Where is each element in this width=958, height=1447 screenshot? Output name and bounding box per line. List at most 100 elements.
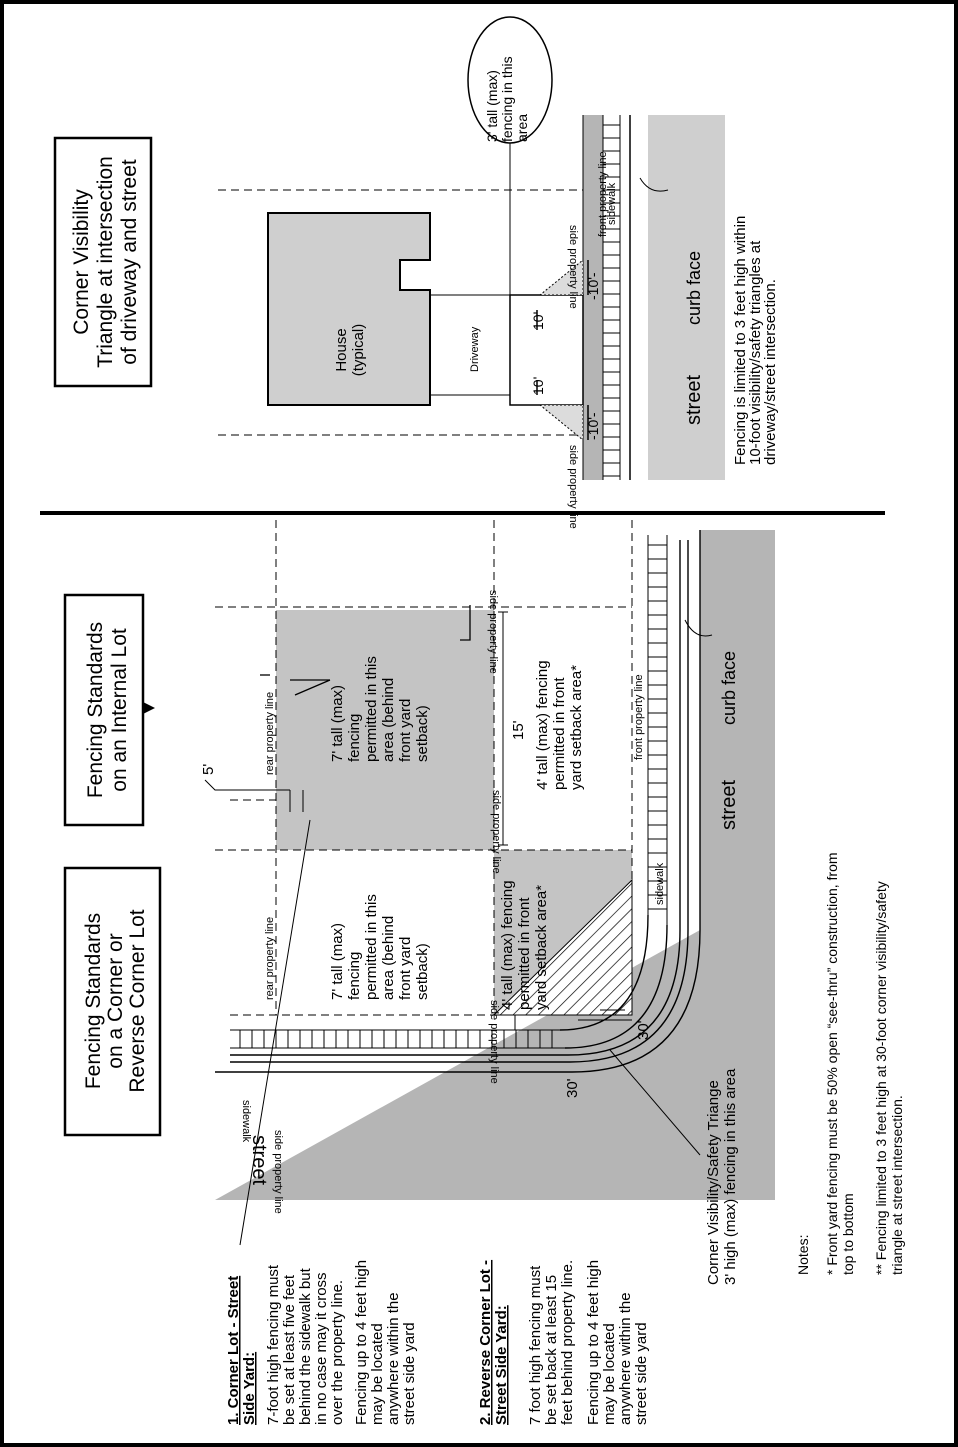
svg-text:House: House [333, 328, 350, 371]
dimension-15ft [498, 611, 508, 846]
svg-text:permitted in front: permitted in front [551, 677, 568, 790]
svg-text:* Front yard fencing must be: * Front yard fencing must be 50% open “s… [824, 852, 840, 1275]
street-area [215, 530, 775, 1200]
svg-text:area (behind: area (behind [380, 916, 397, 1000]
label-7ft-corner: 7' tall (max) fencing permitted in this … [329, 894, 431, 1000]
dim-30ft-horizontal: 30' [564, 1078, 581, 1098]
dim-10ft-c: -10'- [585, 272, 601, 300]
dimension-5ft [204, 779, 304, 812]
svg-text:Fencing is limited to 3 feet h: Fencing is limited to 3 feet high within [732, 216, 749, 465]
svg-text:in no case may it cross: in no case may it cross [313, 1272, 330, 1425]
side-property-line-lower: side property line [272, 1130, 284, 1214]
side-property-line-top-2: side property line [567, 445, 579, 529]
svg-text:4' tall (max) fencing: 4' tall (max) fencing [534, 660, 551, 790]
svg-text:Fencing Standards: Fencing Standards [84, 622, 107, 798]
svg-text:7 foot high fencing must: 7 foot high fencing must [527, 1265, 544, 1425]
svg-text:Side Yard:: Side Yard: [241, 1352, 258, 1425]
svg-text:area: area [514, 114, 530, 142]
side-property-line-top-1: side property line [567, 225, 579, 309]
svg-text:may be located: may be located [601, 1323, 618, 1425]
svg-text:permitted in this: permitted in this [363, 894, 380, 1000]
svg-text:triangle at street intersectio: triangle at street intersection. [889, 1095, 905, 1275]
sidewalk-label-lower-h: sidewalk [240, 1100, 252, 1143]
front-property-line-internal: front property line [633, 674, 645, 760]
svg-text:front yard: front yard [397, 699, 414, 762]
svg-text:behind the sidewalk but: behind the sidewalk but [297, 1267, 314, 1425]
svg-text:Notes:: Notes: [795, 1235, 811, 1275]
svg-text:on a Corner or: on a Corner or [104, 933, 127, 1068]
note-star: * Front yard fencing must be 50% open “s… [824, 852, 856, 1275]
svg-text:3' tall (max): 3' tall (max) [484, 70, 500, 142]
svg-text:Corner Visibility: Corner Visibility [70, 189, 93, 335]
svg-text:be set back at least 15: be set back at least 15 [543, 1275, 560, 1425]
notes: Notes: [795, 1235, 811, 1275]
svg-text:7-foot high fencing must: 7-foot high fencing must [265, 1264, 282, 1425]
svg-text:Corner Visibility/Safety Trian: Corner Visibility/Safety Triange [705, 1080, 722, 1285]
curb-face-label-lower: curb face [719, 651, 739, 725]
zone-7ft-internal [276, 610, 494, 850]
svg-text:10-foot visibility/safety tria: 10-foot visibility/safety triangles at [747, 240, 764, 465]
curb-lines [215, 530, 701, 1073]
dim-10ft-d: -10'- [585, 412, 601, 440]
svg-text:front yard: front yard [397, 937, 414, 1000]
svg-text:Street Side Yard:: Street Side Yard: [493, 1305, 510, 1425]
svg-text:yard setback area*: yard setback area* [533, 885, 550, 1010]
label-7ft-internal: 7' tall (max) fencing permitted in this … [329, 656, 431, 762]
svg-text:Reverse Corner Lot: Reverse Corner Lot [126, 909, 149, 1092]
svg-text:Fencing Standards: Fencing Standards [82, 913, 105, 1089]
label-4ft-internal: 4' tall (max) fencing permitted in front… [534, 660, 585, 790]
svg-text:(typical): (typical) [350, 324, 367, 377]
svg-text:setback): setback) [414, 943, 431, 1000]
street-label-lower: street [718, 780, 740, 830]
svg-text:yard setback area*: yard setback area* [568, 665, 585, 790]
dim-15ft-label: 15' [510, 720, 527, 740]
curb-face-label-top: curb face [684, 251, 704, 325]
sidewalk-label-lower-v: sidewalk [654, 862, 666, 905]
curb-face-leader-lower [684, 619, 713, 637]
label-4ft-corner: 4' tall (max) fencing permitted in front… [499, 880, 550, 1010]
title-box-internal [63, 593, 145, 827]
sidewalk-vertical [647, 535, 668, 925]
svg-text:fencing in this: fencing in this [499, 56, 515, 142]
svg-text:on an Internal Lot: on an Internal Lot [108, 628, 131, 792]
svg-text:Fencing up to 4 feet high: Fencing up to 4 feet high [353, 1260, 370, 1425]
svg-text:fencing: fencing [346, 714, 363, 762]
svg-text:fencing: fencing [346, 952, 363, 1000]
title-box-corner [63, 866, 162, 1137]
title-internal-lot: Fencing Standards on an Internal Lot [84, 622, 131, 798]
street-label-top: street [683, 375, 705, 425]
note-double-star: ** Fencing limited to 3 feet high at 30-… [873, 881, 905, 1275]
front-property-line-top: front property line [597, 151, 609, 237]
rear-property-line-internal: rear property line [264, 692, 276, 775]
triangle-label-leader [609, 1049, 701, 1156]
title-visibility: Corner Visibility Triangle at intersecti… [70, 156, 141, 368]
dim-30ft-vertical: 30' [635, 1020, 652, 1040]
side-property-line-corner-street: side property line [490, 790, 502, 874]
svg-text:4' tall (max) fencing: 4' tall (max) fencing [499, 880, 516, 1010]
svg-text:setback): setback) [414, 705, 431, 762]
svg-text:1. Corner Lot - Street: 1. Corner Lot - Street [225, 1276, 242, 1425]
label-driveway: Driveway [469, 326, 481, 372]
title-corner-lot: Fencing Standards on a Corner or Reverse… [82, 909, 149, 1092]
svg-text:top to bottom: top to bottom [840, 1193, 856, 1275]
label-corner-triangle: Corner Visibility/Safety Triange 3' high… [705, 1068, 739, 1285]
dimension-30ft [514, 1009, 632, 1030]
svg-text:anywhere within the: anywhere within the [385, 1292, 402, 1425]
dim-10ft-b: 10' [530, 377, 546, 395]
svg-text:street side yard: street side yard [401, 1322, 418, 1425]
side-property-line-internal-upper: side property line [487, 590, 499, 674]
svg-text:3' high (max) fencing in this: 3' high (max) fencing in this area [722, 1068, 739, 1285]
label-3ft-bubble: 3' tall (max) fencing in this area [484, 56, 530, 142]
sidewalk-horizontal [230, 1029, 565, 1049]
label-house: House (typical) [333, 324, 367, 377]
rear-property-line-corner: rear property line [264, 917, 276, 1000]
svg-text:permitted in this: permitted in this [363, 656, 380, 762]
driveway-diagram [218, 16, 725, 480]
svg-text:of driveway and street: of driveway and street [118, 159, 141, 365]
svg-text:street side yard: street side yard [633, 1322, 650, 1425]
svg-text:permitted in front: permitted in front [516, 897, 533, 1010]
svg-text:2. Reverse Corner Lot -: 2. Reverse Corner Lot - [477, 1260, 494, 1425]
svg-text:feet behind property line.: feet behind property line. [559, 1260, 576, 1425]
